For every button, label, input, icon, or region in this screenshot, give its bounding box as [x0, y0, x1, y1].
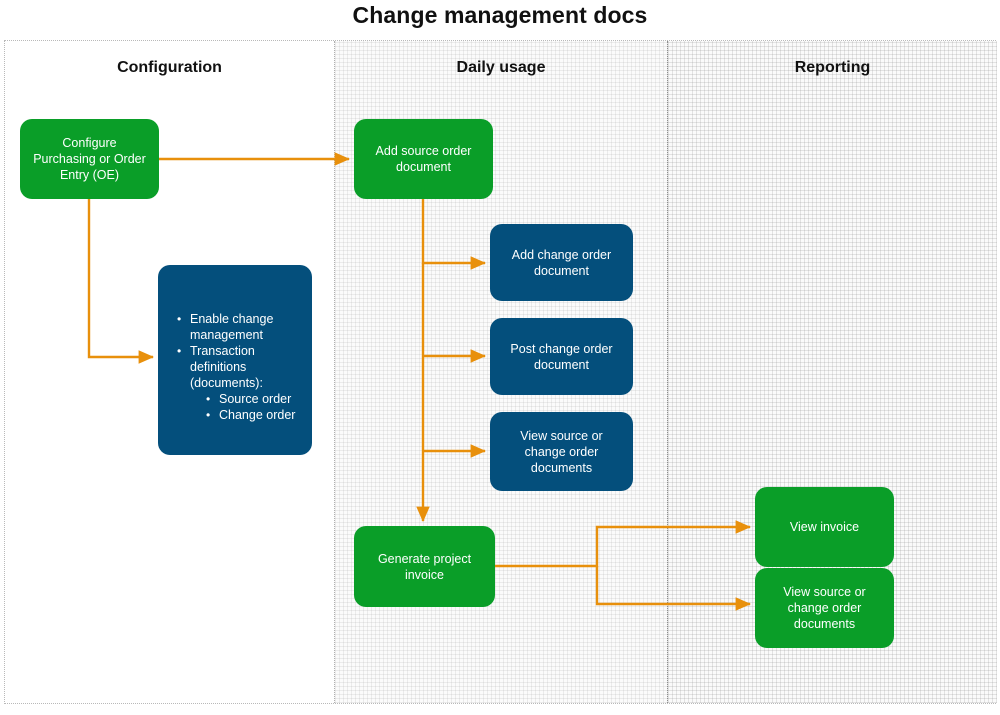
node-view-source-or-change-order-documents-reporting[interactable]: View source or change order documents [755, 568, 894, 648]
node-view-invoice[interactable]: View invoice [755, 487, 894, 567]
bullet-text: Transaction definitions (documents): [190, 344, 263, 390]
bullet-subitem: Change order [205, 407, 302, 423]
node-add-source-order-document[interactable]: Add source order document [354, 119, 493, 199]
lane-title-reporting: Reporting [794, 59, 871, 76]
bullet-item: Enable change management [176, 311, 302, 343]
bullet-list: Enable change management Transaction def… [176, 311, 302, 423]
bullet-subitem: Source order [205, 391, 302, 407]
node-label: Add source order document [375, 144, 472, 174]
node-label: Configure Purchasing or Order Entry (OE) [33, 136, 146, 182]
lane-title-daily-usage: Daily usage [456, 59, 546, 76]
node-label: View source or change order documents [520, 428, 603, 475]
node-generate-project-invoice[interactable]: Generate project invoice [354, 526, 495, 607]
page-title: Change management docs [352, 2, 648, 28]
bullet-subtext: Change order [219, 408, 296, 422]
node-label: Add change order document [511, 247, 612, 278]
node-label: View source or change order documents [783, 585, 866, 631]
node-post-change-order-document[interactable]: Post change order document [490, 318, 633, 395]
node-configure-purchasing-or-order-entry[interactable]: Configure Purchasing or Order Entry (OE) [20, 119, 159, 199]
node-label: Post change order document [510, 341, 613, 372]
node-label: View invoice [789, 520, 860, 534]
bullet-text: Enable change management [190, 312, 274, 342]
node-view-source-or-change-order-documents-daily[interactable]: View source or change order documents [490, 412, 633, 491]
bullet-subtext: Source order [219, 392, 292, 406]
bullet-sublist: Source order Change order [190, 391, 302, 423]
node-label: Generate project invoice [377, 551, 472, 582]
node-add-change-order-document[interactable]: Add change order document [490, 224, 633, 301]
bullet-item: Transaction definitions (documents): Sou… [176, 343, 302, 423]
lane-title-configuration: Configuration [117, 59, 222, 76]
node-enable-change-management[interactable]: Enable change management Transaction def… [158, 265, 312, 455]
